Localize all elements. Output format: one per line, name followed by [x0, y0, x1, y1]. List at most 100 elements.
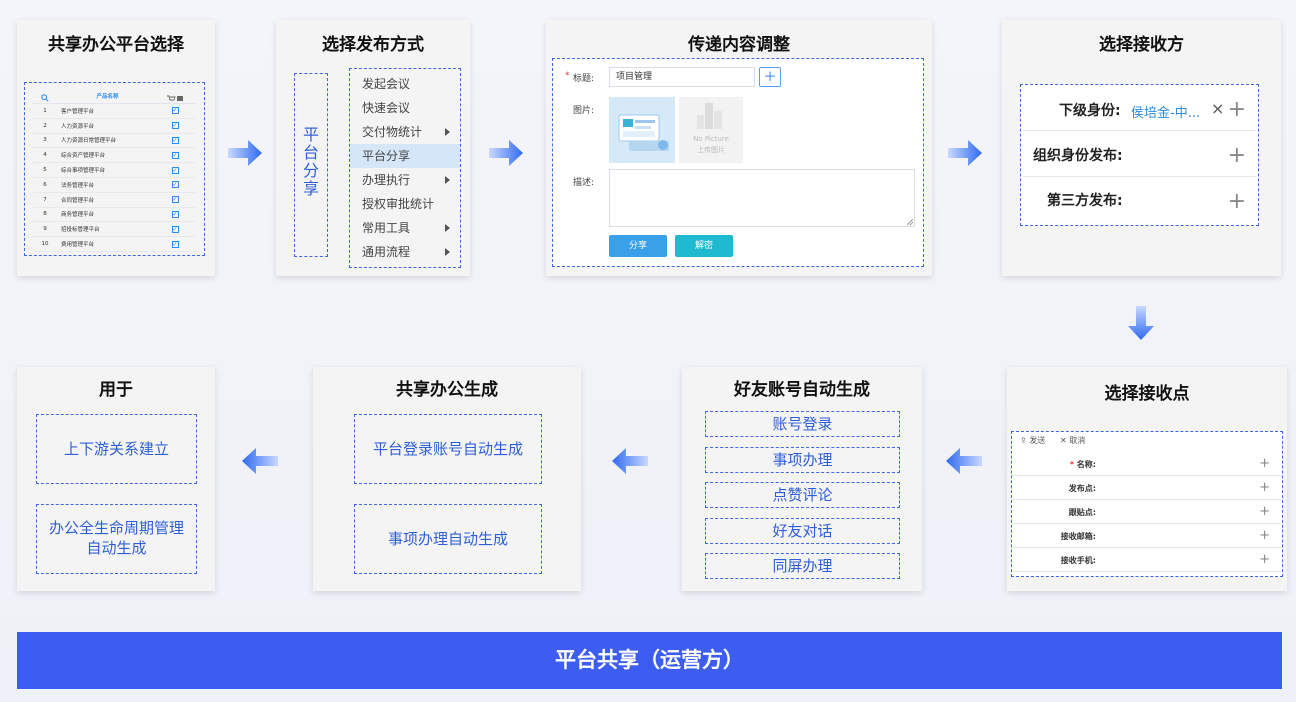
desc-textarea[interactable]	[609, 169, 915, 227]
receiver-row-org: 组织身份发布: +	[1023, 133, 1256, 177]
placeholder-text: No Picture	[693, 135, 729, 143]
card-shared-office-gen: 共享办公生成 平台登录账号自动生成 事项办理自动生成	[313, 367, 581, 591]
column-header-icons	[154, 87, 196, 106]
row-name: 人力资源平台	[61, 123, 95, 130]
cancel-label: 取消	[1069, 436, 1086, 445]
label-text: 名称:	[1076, 460, 1096, 469]
menu-item[interactable]: 交付物统计	[350, 120, 460, 144]
arrow-right-icon	[228, 140, 262, 166]
table-header: 产品名称	[33, 89, 196, 104]
checkmark-icon: ✓	[171, 196, 179, 204]
menu-item[interactable]: 通用流程	[350, 240, 460, 264]
menu-item[interactable]: 快速会议	[350, 96, 460, 120]
table-row[interactable]: 2 人力资源平台 ✓	[33, 119, 196, 134]
title-input[interactable]: 项目管理	[609, 67, 755, 87]
checkbox[interactable]: ✓	[154, 151, 196, 159]
building-icon	[697, 103, 722, 129]
checkmark-icon: ✓	[171, 136, 179, 144]
checkbox[interactable]: ✓	[154, 210, 196, 218]
receive-point-label: 发布点:	[1069, 483, 1096, 494]
row-name: 招投标管理平台	[61, 227, 100, 234]
add-icon[interactable]: +	[1259, 528, 1270, 543]
send-button[interactable]: ⇪ 发送	[1020, 435, 1045, 446]
table-row[interactable]: 7 合同管理平台 ✓	[33, 193, 196, 208]
search-icon[interactable]	[33, 87, 57, 106]
menu-item[interactable]: 发起会议	[350, 72, 460, 96]
cancel-button[interactable]: ✕ 取消	[1060, 435, 1085, 446]
image-thumbnail[interactable]	[609, 97, 675, 163]
image-label: 图片:	[573, 106, 595, 116]
vertical-label-box: 平台分享	[294, 73, 328, 257]
card-friend-account: 好友账号自动生成 账号登录事项办理点赞评论好友对话同屏办理	[682, 367, 922, 591]
add-icon[interactable]: +	[1259, 480, 1270, 495]
close-icon: ✕	[1060, 436, 1067, 445]
image-placeholder[interactable]: No Picture 上传图片	[679, 97, 743, 163]
checkmark-icon: ✓	[171, 107, 179, 115]
checkmark-icon: ✓	[171, 240, 179, 248]
row-name: 综合资产管理平台	[61, 153, 106, 160]
receiver-value-tag: 侯培金-中...	[1131, 106, 1201, 121]
checkbox[interactable]: ✓	[154, 240, 196, 248]
row-number: 2	[43, 122, 47, 129]
checkbox[interactable]: ✓	[154, 225, 196, 233]
add-icon[interactable]: +	[1259, 456, 1270, 471]
friend-feature-item: 事项办理	[705, 446, 900, 473]
add-icon[interactable]: +	[1259, 552, 1270, 567]
menu-item[interactable]: 常用工具	[350, 216, 460, 240]
checkbox[interactable]: ✓	[154, 107, 196, 115]
menu-item[interactable]: 办理执行	[350, 168, 460, 192]
card-receiver-select: 选择接收方 下级身份: 侯培金-中... × + 组织身份发布: + 第三方发布…	[1002, 20, 1281, 276]
receive-point-label: * 名称:	[1070, 459, 1096, 470]
footer-operator-bar: 平台共享（运营方）	[17, 632, 1282, 689]
row-name: 合同管理平台	[61, 197, 95, 204]
close-icon[interactable]: ×	[1211, 99, 1225, 118]
card-publish-method: 选择发布方式 平台分享 发起会议快速会议交付物统计平台分享办理执行授权审批统计常…	[276, 20, 470, 276]
checkbox[interactable]: ✓	[154, 136, 196, 144]
card-content-adjust: 传递内容调整 * 标题: 项目管理 + 图片: No Picture	[546, 20, 932, 276]
menu-item-label: 平台分享	[362, 149, 411, 163]
chevron-right-icon	[445, 176, 450, 184]
checkbox[interactable]: ✓	[154, 196, 196, 204]
receiver-label: 下级身份:	[1059, 103, 1121, 119]
menu-item[interactable]: 平台分享	[350, 144, 460, 168]
card-title: 共享办公生成	[396, 380, 498, 400]
checkbox[interactable]: ✓	[154, 181, 196, 189]
checkbox[interactable]: ✓	[154, 166, 196, 174]
row-name: 客户管理平台	[61, 108, 95, 115]
card-title: 选择发布方式	[322, 35, 424, 55]
share-button[interactable]: 分享	[609, 235, 667, 257]
card-title: 共享办公平台选择	[48, 35, 184, 55]
checkmark-icon: ✓	[171, 151, 179, 159]
add-icon[interactable]: +	[1259, 504, 1270, 519]
unlock-button[interactable]: 解密	[675, 235, 733, 257]
menu-item[interactable]: 授权审批统计	[350, 192, 460, 216]
row-name: 人力资源日常管理平台	[61, 138, 117, 145]
add-icon[interactable]: +	[1227, 143, 1246, 168]
row-number: 6	[43, 181, 47, 188]
add-icon[interactable]: +	[1227, 189, 1246, 214]
cart-icon	[167, 95, 183, 101]
menu-item-label: 常用工具	[362, 221, 411, 235]
friend-feature-label: 同屏办理	[772, 557, 833, 575]
checkbox[interactable]: ✓	[154, 122, 196, 130]
row-number: 7	[43, 196, 47, 203]
friend-feature-label: 事项办理	[772, 450, 833, 469]
card-title: 传递内容调整	[688, 35, 790, 55]
resize-handle-icon	[907, 219, 913, 225]
use-item-upstream: 上下游关系建立	[36, 414, 197, 484]
add-title-button[interactable]: +	[759, 67, 781, 87]
checkmark-icon: ✓	[171, 210, 179, 218]
row-number: 10	[41, 241, 49, 248]
required-mark: *	[565, 71, 570, 81]
add-icon[interactable]: +	[1227, 97, 1246, 122]
